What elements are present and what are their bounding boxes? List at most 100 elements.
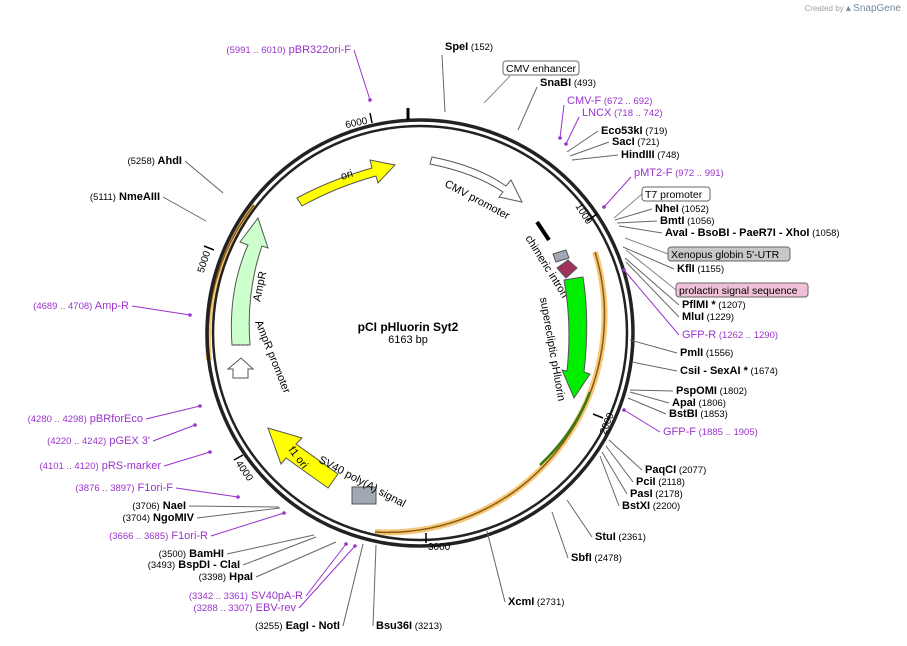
site-label-pmt2-f[interactable]: pMT2-F (972 .. 991) (634, 167, 724, 179)
t7-promoter-tag[interactable]: T7 promoter (613, 186, 711, 219)
site-leader-csii (631, 361, 678, 372)
t7-promoter-label: T7 promoter (645, 189, 703, 201)
site-leader-pbrforeco (145, 405, 201, 420)
sv40-polya-box (351, 486, 377, 505)
site-part: (1806) (696, 398, 726, 409)
site-part: F1ori-R (168, 530, 208, 542)
tick-4000: 4000 (233, 454, 255, 484)
site-leader-ahdi (184, 160, 224, 194)
site-label-pspomi[interactable]: PspOMI (1802) (676, 385, 747, 397)
site-leader-spei (441, 54, 446, 113)
site-label-bspdi[interactable]: (3493) BspDI - ClaI (148, 559, 240, 571)
site-leader-gfp-f (623, 409, 661, 433)
site-label-pbr322ori-f[interactable]: (5991 .. 6010) pBR322ori-F (226, 44, 351, 56)
site-label-nmeaiii[interactable]: (5111) NmeAIII (90, 191, 160, 203)
feature-cmv-promoter[interactable]: CMV promoter (429, 156, 523, 222)
primer-mark-pbrforeco (198, 404, 202, 408)
site-leader-lncx (565, 116, 580, 145)
site-leader-eco53ki (566, 130, 599, 153)
site-part: BstBI (669, 408, 698, 420)
site-part: NaeI (160, 500, 186, 512)
site-label-paqci[interactable]: PaqCI (2077) (645, 464, 706, 476)
site-label-pbrforeco[interactable]: (4280 .. 4298) pBRforEco (28, 413, 143, 425)
primer-mark-ebv-rev (353, 544, 357, 548)
credit: Created by ▴ SnapGene (805, 3, 901, 14)
prolactin-tag[interactable]: prolactin signal sequence (625, 249, 809, 298)
cmv-enhancer-tag[interactable]: CMV enhancer (483, 60, 580, 104)
site-leader-snabi (517, 86, 538, 131)
site-part: - NotI (309, 620, 340, 632)
site-label-naei[interactable]: (3706) NaeI (132, 500, 186, 512)
feature-chimeric-intron[interactable]: chimeric intron (522, 220, 571, 300)
site-label-amp-r[interactable]: (4689 .. 4708) Amp-R (33, 300, 129, 312)
site-part: (1056) (684, 216, 714, 227)
site-label-gfp-f[interactable]: GFP-F (1885 .. 1905) (663, 426, 758, 438)
site-label-cmv-f[interactable]: CMV-F (672 .. 692) (567, 95, 652, 107)
site-part: BamHI (186, 548, 224, 560)
site-part: BspDI (175, 559, 210, 571)
site-label-hindiii[interactable]: HindIII (748) (621, 149, 679, 161)
site-label-stui[interactable]: StuI (2361) (595, 531, 646, 543)
feature-xenopus-utr-mark (552, 249, 570, 263)
site-label-prs-marker[interactable]: (4101 .. 4120) pRS-marker (40, 460, 162, 472)
xenopus-utr-tag[interactable]: Xenopus globin 5'-UTR (624, 237, 791, 262)
site-label-csii[interactable]: CsiI - SexAI * (1674) (680, 365, 778, 377)
site-label-f1ori-r[interactable]: (3666 .. 3685) F1ori-R (109, 530, 208, 542)
site-label-sbfi[interactable]: SbfI (2478) (571, 552, 622, 564)
site-label-xcmi[interactable]: XcmI (2731) (508, 596, 564, 608)
site-label-gfp-r[interactable]: GFP-R (1262 .. 1290) (682, 329, 778, 341)
site-label-hpai[interactable]: (3398) HpaI (199, 571, 253, 583)
site-label-bmti[interactable]: BmtI (1056) (660, 215, 715, 227)
site-part: (3704) (123, 513, 150, 524)
site-part: GFP-F (663, 426, 696, 438)
syt2-arrow-line (539, 391, 592, 466)
site-label-pgex3[interactable]: (4220 .. 4242) pGEX 3' (47, 435, 150, 447)
site-part: (1885 .. 1905) (696, 427, 758, 438)
site-part: pGEX 3' (106, 435, 150, 447)
site-leader-pcii (605, 445, 634, 483)
site-label-kfli[interactable]: KflI (1155) (677, 263, 724, 275)
site-label-pcii[interactable]: PciI (2118) (636, 476, 685, 488)
site-part: (1262 .. 1290) (716, 330, 778, 341)
site-label-pmli[interactable]: PmlI (1556) (680, 347, 733, 359)
site-label-bamhi[interactable]: (3500) BamHI (159, 548, 224, 560)
site-part: KflI (677, 263, 695, 275)
site-label-pfimi[interactable]: PflMI * (1207) (682, 299, 746, 311)
site-part: SpeI (445, 41, 468, 53)
site-part: (493) (571, 78, 596, 89)
site-label-nhei[interactable]: NheI (1052) (655, 203, 709, 215)
site-label-snabi[interactable]: SnaBI (493) (540, 77, 596, 89)
site-label-lncx[interactable]: LNCX (718 .. 742) (582, 107, 663, 119)
site-label-mlui[interactable]: MluI (1229) (682, 311, 734, 323)
ori-label: ori (339, 168, 354, 183)
site-label-apai[interactable]: ApaI (1806) (672, 397, 726, 409)
site-label-eagi[interactable]: (3255) EagI - NotI (255, 620, 340, 632)
site-label-saci[interactable]: SacI (721) (612, 136, 659, 148)
site-leader-gfp-r (623, 269, 680, 336)
primer-mark-gfp-r (622, 268, 626, 272)
site-label-avai[interactable]: AvaI - BsoBI - PaeR7I - XhoI (1058) (665, 227, 840, 239)
site-part: GFP-R (682, 329, 716, 341)
site-label-f1ori-f[interactable]: (3876 .. 3897) F1ori-F (75, 482, 173, 494)
site-label-ebv-rev[interactable]: (3288 .. 3307) EBV-rev (193, 602, 296, 614)
site-leader-bamhi (226, 534, 315, 555)
site-part: PciI (636, 476, 656, 488)
site-label-ngomiv[interactable]: (3704) NgoMIV (123, 512, 195, 524)
site-label-pasi[interactable]: PasI (2178) (630, 488, 683, 500)
site-label-bstxi[interactable]: BstXI (2200) (622, 500, 680, 512)
tick-3000: 3000 (425, 533, 451, 553)
site-part: BmtI (660, 215, 684, 227)
site-part: pBR322ori-F (286, 44, 352, 56)
primer-mark-amp-r (188, 313, 192, 317)
site-part: (3493) (148, 560, 175, 571)
snapgene-logo-icon: ▴ (845, 3, 851, 14)
site-label-bsu36i[interactable]: Bsu36I (3213) (376, 620, 442, 632)
site-part: (2118) (656, 477, 685, 488)
site-label-bstbi[interactable]: BstBI (1853) (669, 408, 728, 420)
site-label-ahdi[interactable]: (5258) AhdI (127, 155, 182, 167)
site-label-sv40pa-r[interactable]: (3342 .. 3361) SV40pA-R (189, 590, 303, 602)
site-label-eco53ki[interactable]: Eco53kI (719) (601, 125, 667, 137)
feature-ori[interactable]: ori (296, 159, 396, 207)
credit-prefix: Created by (804, 4, 844, 13)
site-label-spei[interactable]: SpeI (152) (445, 41, 493, 53)
